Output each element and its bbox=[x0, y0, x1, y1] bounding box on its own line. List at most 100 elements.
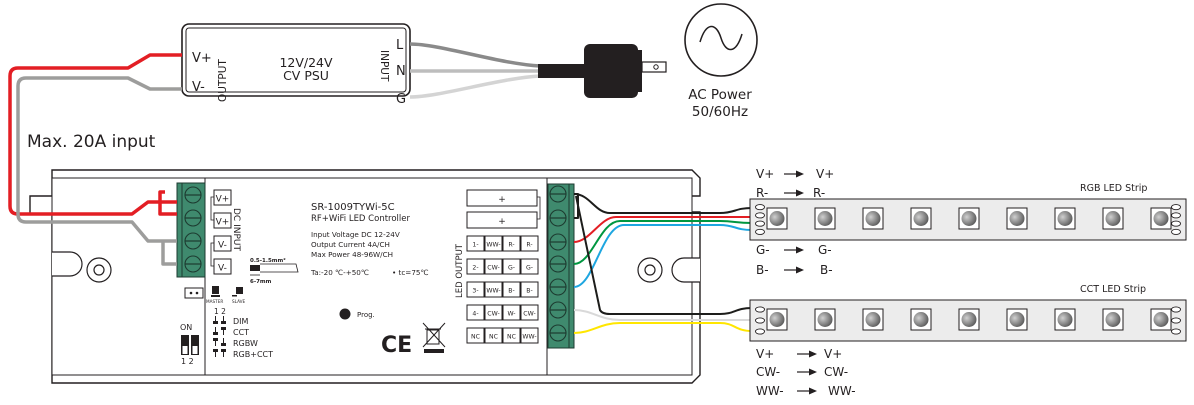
psu-terminal-n: N bbox=[396, 64, 406, 79]
mapping-to: V+ bbox=[816, 167, 834, 181]
psu-terminal-l: L bbox=[396, 38, 404, 53]
dip-switch[interactable]: ON 1 2 bbox=[180, 323, 199, 366]
pin-mapping: B- B- bbox=[756, 263, 833, 277]
right-mounting-hole bbox=[637, 257, 663, 283]
solder-pad bbox=[1171, 328, 1181, 335]
wire-l bbox=[409, 42, 541, 68]
wire-cct-vplus bbox=[575, 195, 753, 315]
mode-item: RGB+CCT bbox=[213, 349, 273, 359]
master-slave-indicators: MASTER SLAVE bbox=[206, 286, 246, 304]
cct-strip-pads bbox=[755, 306, 1181, 335]
pin-mapping: V+V+ bbox=[756, 347, 842, 361]
wire-cw bbox=[573, 309, 752, 321]
wire-red bbox=[573, 216, 752, 243]
psu-output-label: OUTPUT bbox=[217, 59, 229, 102]
controller-subtitle: RF+WiFi LED Controller bbox=[311, 214, 411, 224]
led-chip bbox=[1006, 308, 1028, 331]
mode-label: RGBW bbox=[233, 339, 258, 348]
pin-mapping: CW-CW- bbox=[756, 365, 848, 379]
led-chip bbox=[910, 308, 932, 331]
rgb-strip: RGB LED Strip V+V+R-R-G-G-B-B- bbox=[749, 167, 1187, 277]
prog-button[interactable] bbox=[339, 308, 351, 320]
cct-strip-label: CCT LED Strip bbox=[1080, 284, 1146, 295]
output-table-cell: CW- bbox=[487, 311, 499, 318]
rgb-strip-label: RGB LED Strip bbox=[1080, 183, 1147, 194]
led-chip bbox=[1102, 308, 1124, 331]
led-chip bbox=[1054, 308, 1076, 331]
dc-terminal-1: V+ bbox=[216, 195, 230, 205]
mode-label: DIM bbox=[233, 317, 249, 326]
dc-input-screw bbox=[184, 209, 202, 227]
mapping-from: B- bbox=[756, 263, 769, 277]
led-chip bbox=[814, 207, 836, 230]
led-chip bbox=[862, 308, 884, 331]
output-table-cell: NC bbox=[507, 334, 516, 341]
plus-terminal-1: + bbox=[498, 195, 506, 205]
psu-input-label: INPUT bbox=[378, 50, 390, 82]
psu-terminal-g: G bbox=[396, 92, 406, 107]
spec-output-current: Output Current 4A/CH bbox=[311, 240, 390, 249]
psu-terminal-vminus: V- bbox=[192, 80, 205, 95]
spec-max-power: Max Power 48-96W/CH bbox=[311, 250, 393, 259]
dc-terminal-2: V+ bbox=[216, 218, 230, 228]
led-chip bbox=[1150, 308, 1172, 331]
mapping-from: V+ bbox=[756, 167, 774, 181]
slave-label: SLAVE bbox=[232, 299, 246, 304]
mapping-from: V+ bbox=[756, 347, 774, 361]
led-output-label: LED OUTPUT bbox=[455, 243, 465, 298]
output-table-cell: 3- bbox=[472, 288, 478, 295]
mode-label: RGB+CCT bbox=[233, 350, 273, 359]
ac-power: AC Power 50/60Hz bbox=[684, 3, 758, 120]
pin-mapping: V+ V+ bbox=[756, 167, 834, 181]
dc-input-screw bbox=[184, 232, 202, 250]
dip-switch-2[interactable] bbox=[191, 335, 199, 355]
led-chip bbox=[1150, 207, 1172, 230]
led-wires bbox=[573, 193, 753, 334]
dc-input-screw bbox=[184, 255, 202, 273]
ce-mark: CE bbox=[381, 333, 412, 358]
led-chip bbox=[958, 207, 980, 230]
max-input-label: Max. 20A input bbox=[27, 132, 156, 152]
dc-input-terminals: V+ V+ V- V- DC INPUT bbox=[210, 189, 241, 275]
led-chip bbox=[766, 207, 788, 230]
output-table-cell: W- bbox=[507, 311, 515, 318]
output-table-cell: G- bbox=[526, 265, 533, 272]
mapping-from: R- bbox=[756, 186, 768, 200]
solder-pad bbox=[755, 204, 765, 211]
output-table-cell: NC bbox=[471, 334, 480, 341]
led-chip bbox=[1102, 207, 1124, 230]
controller-model: SR-1009TYWi-5C bbox=[311, 202, 395, 213]
output-table-cell: WW- bbox=[522, 334, 536, 341]
weee-bin-icon bbox=[422, 322, 446, 353]
psu-title-line2: CV PSU bbox=[283, 68, 329, 83]
led-output-screw bbox=[549, 301, 567, 319]
left-mounting-hole bbox=[86, 257, 112, 283]
spec-input-voltage: Input Voltage DC 12-24V bbox=[311, 230, 400, 239]
wire-strip-spec: 0.5-1.5mm² 6-7mm bbox=[250, 257, 299, 285]
output-table-row: 4-CW-W-CW- bbox=[466, 304, 539, 321]
plus-terminal-2: + bbox=[498, 217, 506, 227]
dc-terminal-4: V- bbox=[218, 264, 227, 274]
mapping-to: CW- bbox=[824, 365, 848, 379]
output-table-cell: 1- bbox=[472, 242, 478, 249]
cct-strip: CCT LED Strip V+V+CW-CW-WW-WW- bbox=[749, 284, 1187, 398]
wire-dc-negative bbox=[16, 76, 182, 243]
solder-pad bbox=[1171, 220, 1181, 227]
output-table-cell: B- bbox=[526, 288, 532, 295]
rgb-strip-leds bbox=[766, 207, 1172, 230]
wire-blue bbox=[573, 224, 753, 288]
wire-ww bbox=[573, 322, 753, 334]
mapping-to: WW- bbox=[828, 384, 856, 398]
wire-gauge-label: 0.5-1.5mm² bbox=[250, 257, 286, 264]
wire-green bbox=[573, 220, 753, 265]
led-chip bbox=[814, 308, 836, 331]
dc-input-screws bbox=[184, 186, 202, 273]
led-output-screw bbox=[549, 324, 567, 342]
mapping-from: G- bbox=[756, 243, 770, 257]
output-table-cell: 2- bbox=[472, 265, 478, 272]
cct-mapping: V+V+CW-CW-WW-WW- bbox=[756, 347, 856, 398]
dip-switch-1[interactable] bbox=[181, 335, 189, 355]
mapping-to: B- bbox=[820, 263, 833, 277]
